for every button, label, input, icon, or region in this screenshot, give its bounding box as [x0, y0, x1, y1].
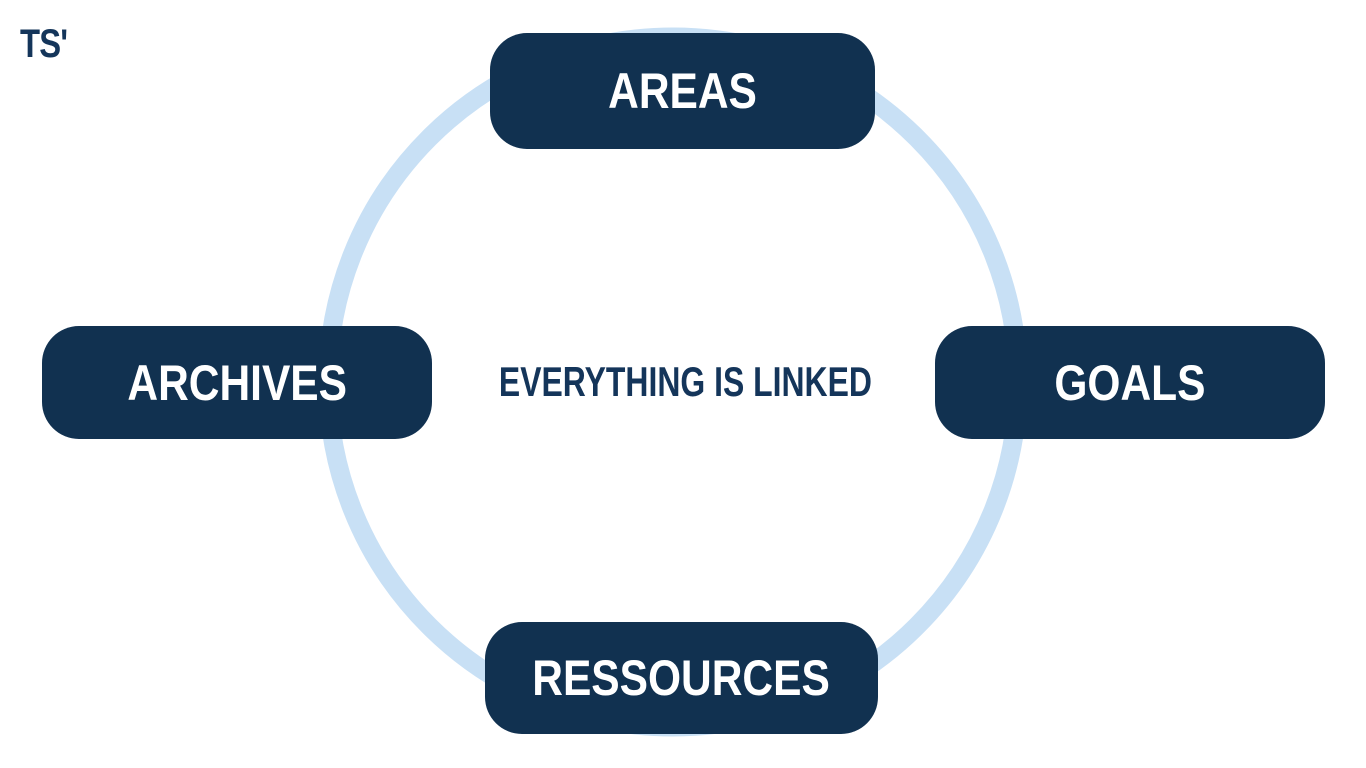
node-goals-label: GOALS [1054, 354, 1206, 411]
node-areas: AREAS [490, 33, 875, 149]
node-archives: ARCHIVES [42, 326, 432, 439]
node-archives-label: ARCHIVES [127, 354, 347, 411]
center-caption-container: EVERYTHING IS LINKED [450, 353, 920, 411]
center-caption: EVERYTHING IS LINKED [498, 358, 872, 405]
brand-logo: TS' [20, 22, 68, 66]
node-ressources-label: RESSOURCES [532, 650, 831, 706]
node-areas-label: AREAS [608, 63, 757, 119]
node-goals: GOALS [935, 326, 1325, 439]
node-ressources: RESSOURCES [485, 622, 878, 734]
